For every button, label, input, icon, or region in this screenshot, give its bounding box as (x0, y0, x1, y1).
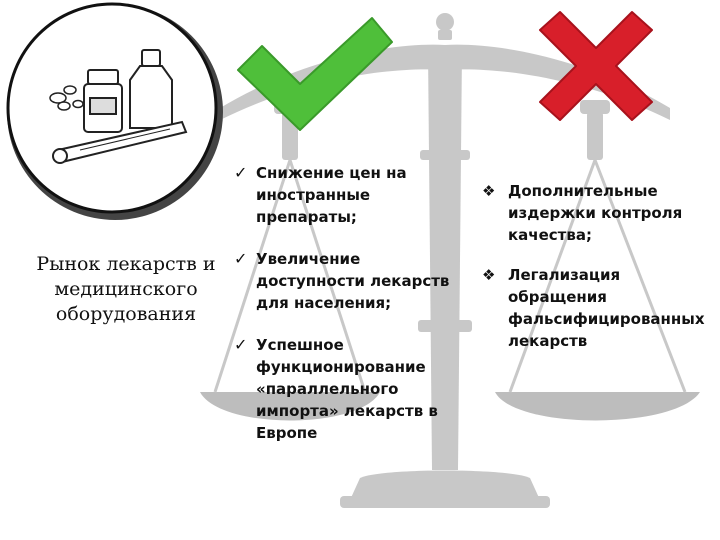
pro-text: доступности лекарств (256, 272, 450, 290)
thermometer-icon (52, 120, 188, 164)
cross-icon (539, 11, 653, 121)
medicine-icon (6, 2, 223, 220)
con-item: ❖ Легализация обращения фальсифицированн… (482, 264, 718, 352)
check-bullet-icon: ✓ (234, 249, 248, 268)
con-text: фальсифицированных (508, 310, 705, 328)
diamond-bullet-icon: ❖ (482, 266, 496, 284)
pro-item: ✓ Увеличение доступности лекарств для на… (232, 248, 472, 314)
pro-text: Европе (256, 424, 318, 442)
pills-icon (49, 85, 84, 111)
pros-list: ✓ Снижение цен на иностранные препараты;… (232, 162, 472, 464)
check-icon (237, 17, 393, 131)
pro-text: Снижение цен на (256, 164, 407, 182)
pro-text: препараты; (256, 208, 357, 226)
pro-text: функционирование (256, 358, 426, 376)
title-line: Рынок лекарств и (36, 253, 216, 275)
pro-item: ✓ Успешное функционирование «параллельно… (232, 334, 472, 444)
title-line: медицинского (54, 278, 198, 300)
title-line: оборудования (55, 303, 197, 325)
pro-text: иностранные (256, 186, 371, 204)
pro-text: Успешное (256, 336, 344, 354)
diamond-bullet-icon: ❖ (482, 182, 496, 200)
cons-list: ❖ Дополнительные издержки контроля качес… (482, 180, 718, 370)
pro-item: ✓ Снижение цен на иностранные препараты; (232, 162, 472, 228)
market-title: Рынок лекарств и медицинского оборудован… (22, 252, 230, 327)
scale-icon (200, 13, 700, 508)
con-item: ❖ Дополнительные издержки контроля качес… (482, 180, 718, 246)
pill-bottle-icon (83, 69, 123, 133)
check-bullet-icon: ✓ (234, 163, 248, 182)
pro-text: Увеличение (256, 250, 361, 268)
pro-text: для населения; (256, 294, 392, 312)
con-text: лекарств (508, 332, 588, 350)
con-text: Легализация (508, 266, 621, 284)
check-bullet-icon: ✓ (234, 335, 248, 354)
con-text: издержки контроля (508, 204, 683, 222)
pro-text: импорта» лекарств в (256, 402, 438, 420)
con-text: качества; (508, 226, 592, 244)
con-text: обращения (508, 288, 607, 306)
pro-text: «параллельного (256, 380, 399, 398)
con-text: Дополнительные (508, 182, 658, 200)
